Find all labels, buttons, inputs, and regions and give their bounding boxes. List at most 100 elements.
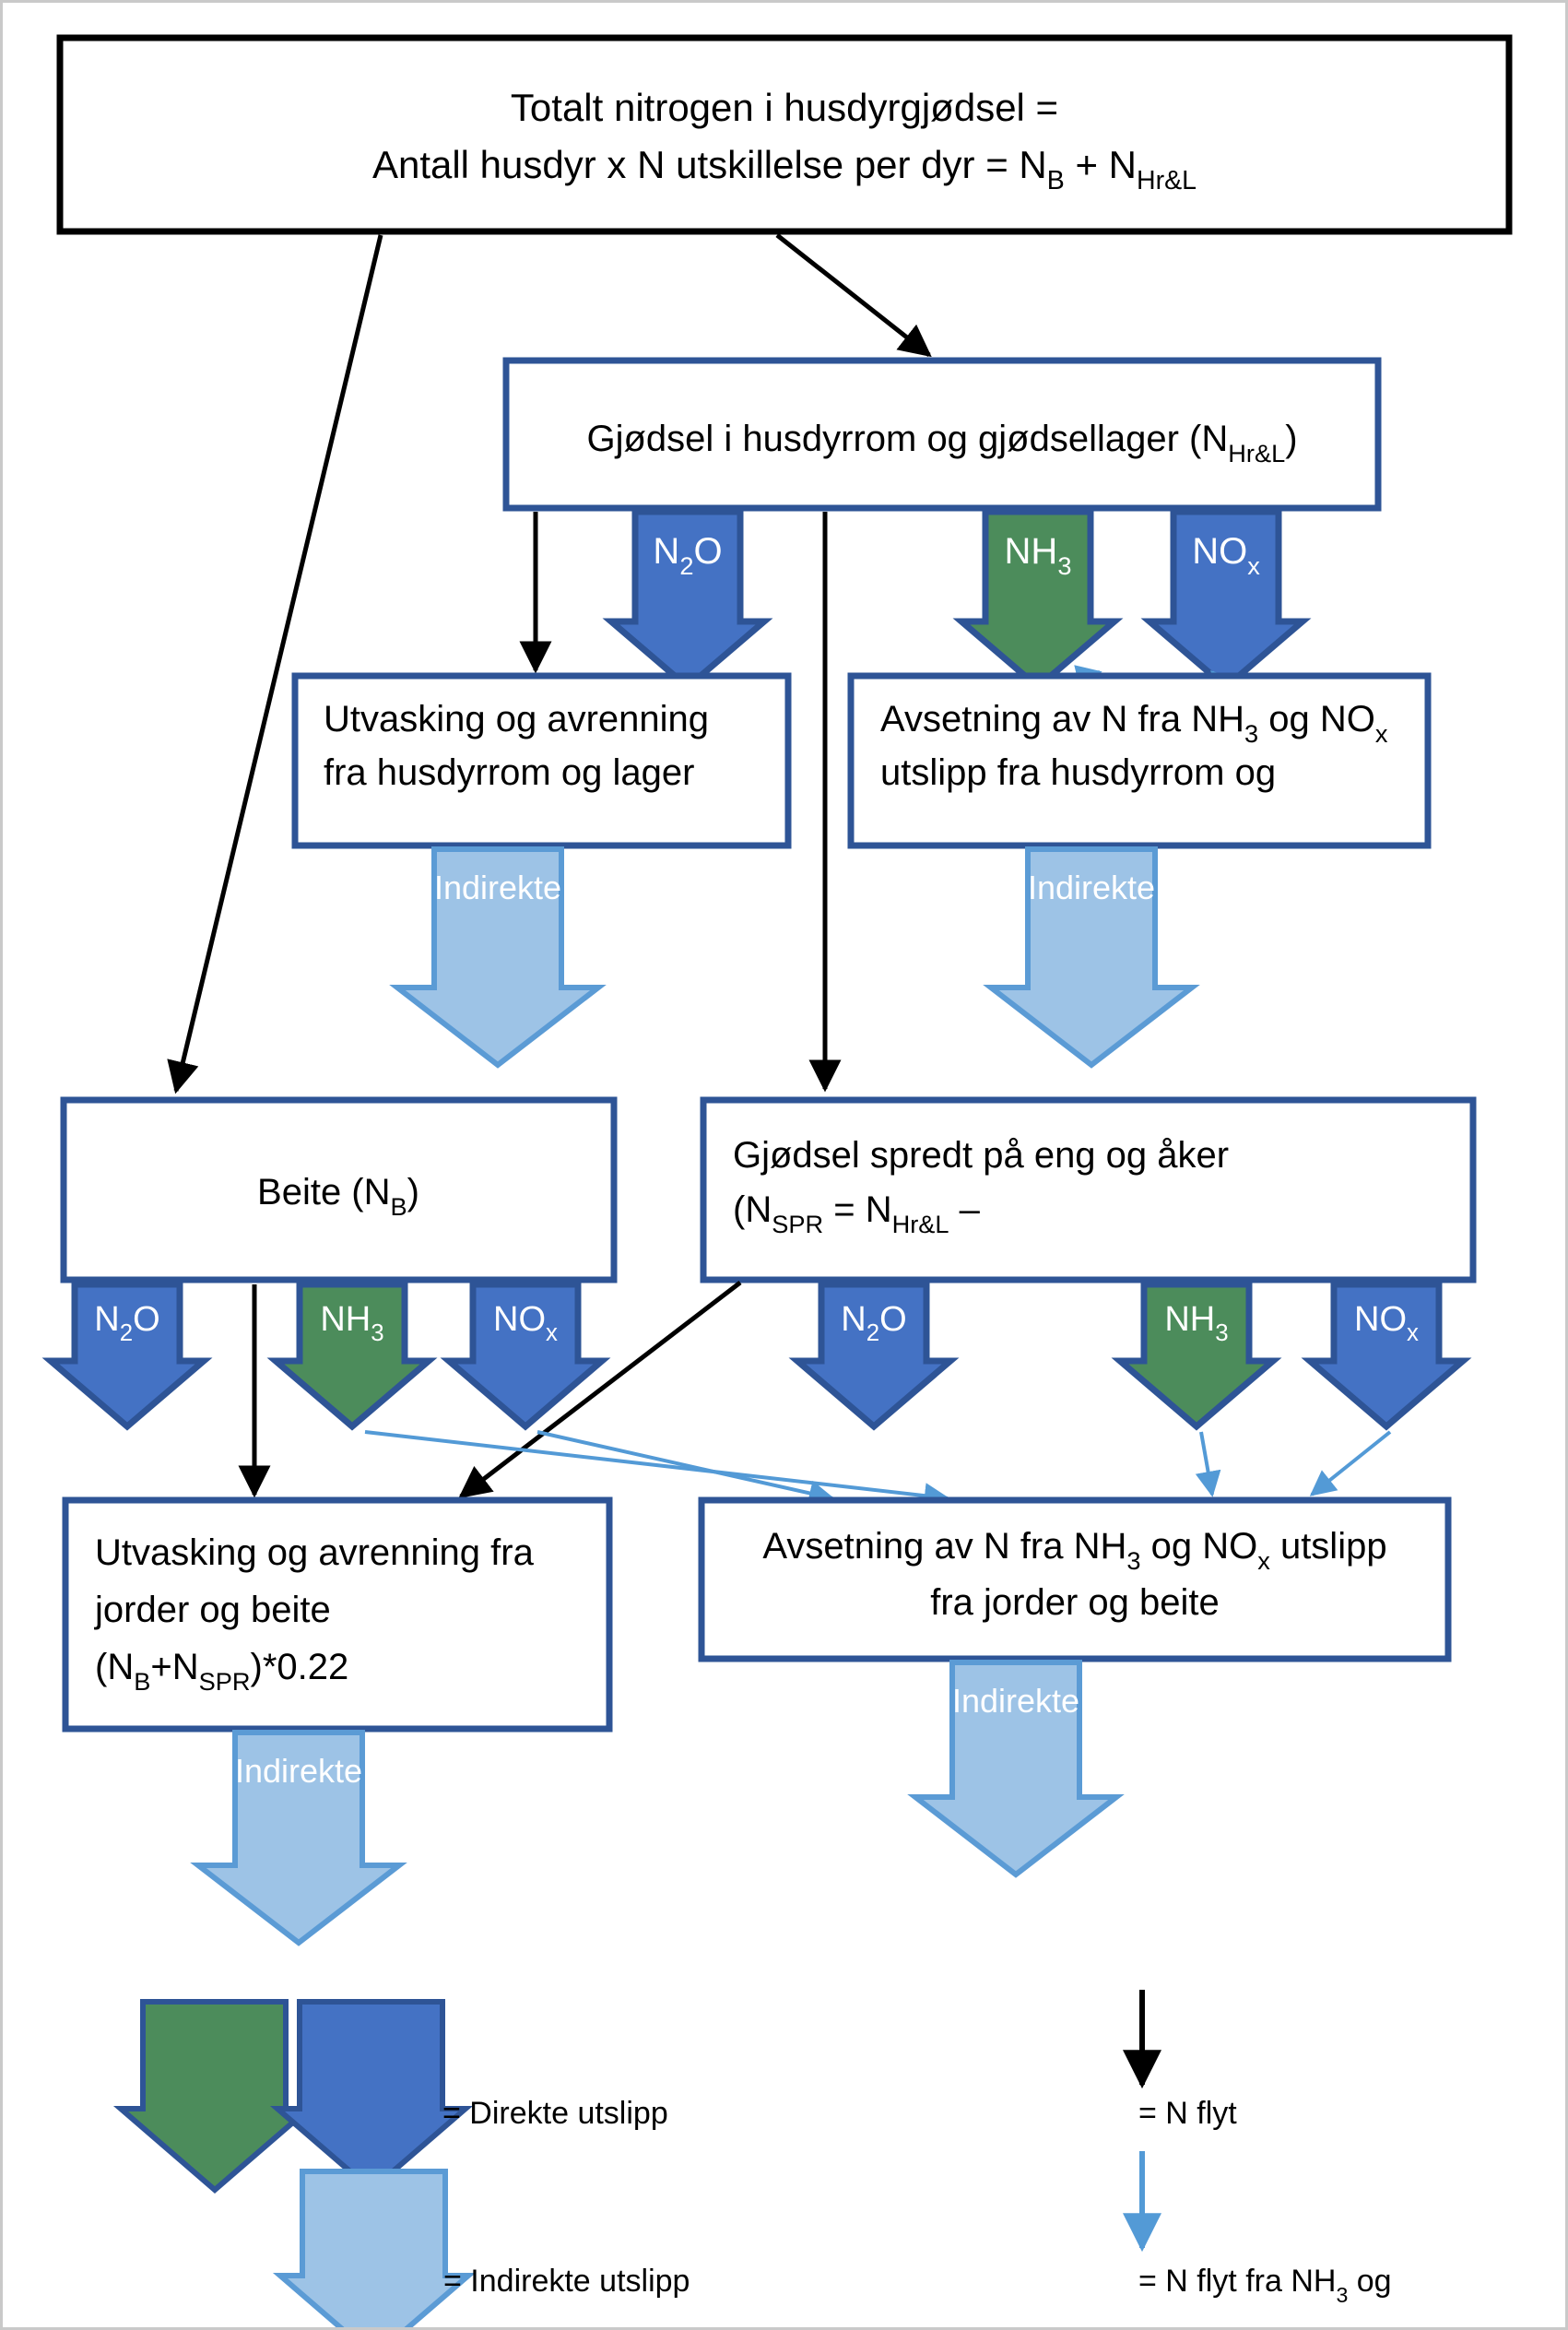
badge-nox-grazing-sub: x bbox=[546, 1320, 558, 1346]
indirect-arrow-deposition-soil: Indirekte bbox=[907, 1660, 1125, 1878]
badge-n2o-field: N2O bbox=[788, 1281, 960, 1431]
deposition-soil-subx: x bbox=[1257, 1546, 1270, 1575]
legend-indirect-emission-label: = Indirekte utslipp bbox=[443, 2264, 690, 2299]
svg-text:NH3: NH3 bbox=[1005, 531, 1072, 580]
badge-nox-field-a: NO bbox=[1354, 1300, 1407, 1339]
flow-top-to-storage bbox=[775, 233, 932, 358]
badge-n2o-housing-sub: 2 bbox=[679, 551, 693, 580]
legend-n-flow-label: = N flyt bbox=[1138, 2096, 1237, 2131]
legend-direct-green-badge bbox=[112, 1999, 317, 2194]
svg-text:Utvasking og avrenning: Utvasking og avrenning bbox=[324, 699, 709, 739]
badge-nox-housing: NOx bbox=[1140, 508, 1312, 692]
badge-nh3-grazing-sub: 3 bbox=[371, 1320, 383, 1346]
leaching-soil-line2: jorder og beite bbox=[94, 1590, 331, 1630]
indirect-label-deposition-housing: Indirekte bbox=[1028, 869, 1155, 906]
manure-storage-sub: Hr&L bbox=[1228, 439, 1285, 467]
deposition-housing-sub3: 3 bbox=[1244, 719, 1258, 748]
svg-text:NOx: NOx bbox=[1192, 531, 1260, 580]
spread-field-sub-hrl: Hr&L bbox=[892, 1210, 949, 1238]
manure-storage-text-a: Gjødsel i husdyrrom og gjødsellager (N bbox=[586, 419, 1228, 459]
flow-nox-field-to-deposition-soil bbox=[1309, 1430, 1392, 1496]
svg-text:(NB+NSPR)*0.22: (NB+NSPR)*0.22 bbox=[95, 1647, 348, 1696]
badge-nh3-grazing-a: NH bbox=[320, 1300, 371, 1339]
legend-direct-emission-label: = Direkte utslipp bbox=[442, 2096, 668, 2131]
flow-nh3-grazing-to-deposition-soil bbox=[364, 1430, 950, 1509]
deposition-housing-line2: utslipp fra husdyrrom og bbox=[880, 752, 1276, 793]
svg-text:Avsetning av N fra NH3 og NOx: Avsetning av N fra NH3 og NOx bbox=[880, 699, 1388, 748]
indirect-arrow-deposition-housing: Indirekte bbox=[983, 846, 1200, 1069]
badge-nox-grazing: NOx bbox=[440, 1281, 611, 1431]
leaching-soil-line3c: )*0.22 bbox=[251, 1647, 349, 1687]
legend-indirect-badge bbox=[272, 2169, 477, 2327]
badge-nh3-housing: NH3 bbox=[952, 508, 1124, 692]
badge-n2o-field-sub: 2 bbox=[867, 1320, 879, 1346]
indirect-label-leaching-soil: Indirekte bbox=[235, 1752, 362, 1790]
spread-field-line2b: = N bbox=[823, 1189, 891, 1230]
badge-n2o-field-a: N bbox=[841, 1300, 866, 1339]
deposition-soil-line1b: og NO bbox=[1141, 1526, 1258, 1567]
deposition-housing-line1b: og NO bbox=[1258, 699, 1375, 739]
badge-n2o-grazing-b: O bbox=[133, 1300, 160, 1339]
leaching-housing-line2: fra husdyrrom og lager bbox=[324, 752, 694, 793]
badge-n2o-housing-a: N bbox=[653, 531, 679, 572]
total-nitrogen-line2a: Antall husdyr x N utskillelse per dyr = … bbox=[372, 143, 1047, 186]
flow-nox-grazing-to-deposition-soil bbox=[536, 1430, 835, 1507]
badge-nh3-housing-sub: 3 bbox=[1057, 551, 1071, 580]
svg-text:= N flyt fra NH3 og: = N flyt fra NH3 og bbox=[1138, 2264, 1392, 2307]
svg-text:Antall husdyr x N utskillelse: Antall husdyr x N utskillelse per dyr = … bbox=[372, 143, 1197, 195]
badge-n2o-housing: N2O bbox=[602, 508, 773, 692]
legend-n-flow-nh3-label-b: og bbox=[1348, 2264, 1391, 2299]
spread-field-line2a: (N bbox=[733, 1189, 772, 1230]
svg-text:jorder og beite: jorder og beite bbox=[94, 1590, 331, 1630]
indirect-arrow-leaching-housing: Indirekte bbox=[389, 846, 607, 1069]
spread-field-line1: Gjødsel spredt på eng og åker bbox=[733, 1135, 1229, 1176]
svg-text:Gjødsel i husdyrrom og gjødsel: Gjødsel i husdyrrom og gjødsellager (NHr… bbox=[586, 419, 1297, 467]
box-deposition-housing bbox=[847, 672, 1432, 849]
deposition-housing-line1a: Avsetning av N fra NH bbox=[880, 699, 1244, 739]
svg-text:Utvasking og avrenning fra: Utvasking og avrenning fra bbox=[95, 1532, 535, 1573]
spread-field-line2c: – bbox=[949, 1189, 981, 1230]
svg-text:NH3: NH3 bbox=[1164, 1300, 1228, 1346]
badge-n2o-field-b: O bbox=[879, 1300, 907, 1339]
total-nitrogen-line2b: + N bbox=[1065, 143, 1137, 186]
grazing-text-b: ) bbox=[407, 1172, 419, 1212]
flow-nh3-field-to-deposition-soil bbox=[1195, 1431, 1221, 1497]
indirect-label-deposition-soil: Indirekte bbox=[952, 1682, 1079, 1720]
badge-nh3-housing-a: NH bbox=[1005, 531, 1058, 572]
badge-nh3-grazing: NH3 bbox=[266, 1281, 438, 1431]
leaching-soil-line3b: +N bbox=[150, 1647, 198, 1687]
badge-n2o-grazing-sub: 2 bbox=[120, 1320, 133, 1346]
leaching-soil-line1: Utvasking og avrenning fra bbox=[95, 1532, 535, 1573]
manure-storage-text-b: ) bbox=[1285, 419, 1297, 459]
box-manure-storage bbox=[502, 357, 1382, 512]
total-nitrogen-sub-b: B bbox=[1047, 166, 1065, 195]
badge-n2o-housing-b: O bbox=[693, 531, 722, 572]
grazing-text-a: Beite (N bbox=[257, 1172, 391, 1212]
deposition-soil-line1c: utslipp bbox=[1270, 1526, 1387, 1567]
legend-n-flow-nh3-sub: 3 bbox=[1336, 2283, 1348, 2307]
leaching-soil-sub-b: B bbox=[134, 1667, 150, 1696]
badge-nh3-field-sub: 3 bbox=[1215, 1320, 1228, 1346]
svg-text:Avsetning av N fra NH3 og NOx: Avsetning av N fra NH3 og NOx utslipp bbox=[762, 1526, 1386, 1575]
deposition-soil-line1a: Avsetning av N fra NH bbox=[762, 1526, 1126, 1567]
svg-text:utslipp fra husdyrrom og: utslipp fra husdyrrom og bbox=[880, 752, 1276, 793]
svg-text:fra jorder og beite: fra jorder og beite bbox=[930, 1582, 1220, 1623]
svg-text:Totalt nitrogen i husdyrgjødse: Totalt nitrogen i husdyrgjødsel = bbox=[511, 86, 1058, 129]
grazing-sub: B bbox=[391, 1192, 407, 1221]
badge-nh3-field: NH3 bbox=[1111, 1281, 1282, 1431]
svg-text:N2O: N2O bbox=[653, 531, 722, 580]
box-leaching-housing bbox=[291, 672, 792, 849]
svg-text:NOx: NOx bbox=[1354, 1300, 1419, 1346]
spread-field-sub-spr: SPR bbox=[772, 1210, 823, 1238]
deposition-soil-sub3: 3 bbox=[1126, 1546, 1140, 1575]
box-grazing bbox=[60, 1096, 618, 1283]
legend-n-flow-nh3-label-a: = N flyt fra NH bbox=[1138, 2264, 1336, 2299]
svg-text:N2O: N2O bbox=[841, 1300, 906, 1346]
indirect-label-leaching-housing: Indirekte bbox=[434, 869, 561, 906]
svg-text:(NSPR = NHr&L –: (NSPR = NHr&L – bbox=[733, 1189, 981, 1238]
indirect-arrow-leaching-soil: Indirekte bbox=[190, 1730, 407, 1946]
svg-text:Gjødsel spredt på eng og åker: Gjødsel spredt på eng og åker bbox=[733, 1135, 1229, 1176]
box-total-nitrogen bbox=[56, 34, 1513, 235]
badge-nox-field-sub: x bbox=[1407, 1320, 1419, 1346]
